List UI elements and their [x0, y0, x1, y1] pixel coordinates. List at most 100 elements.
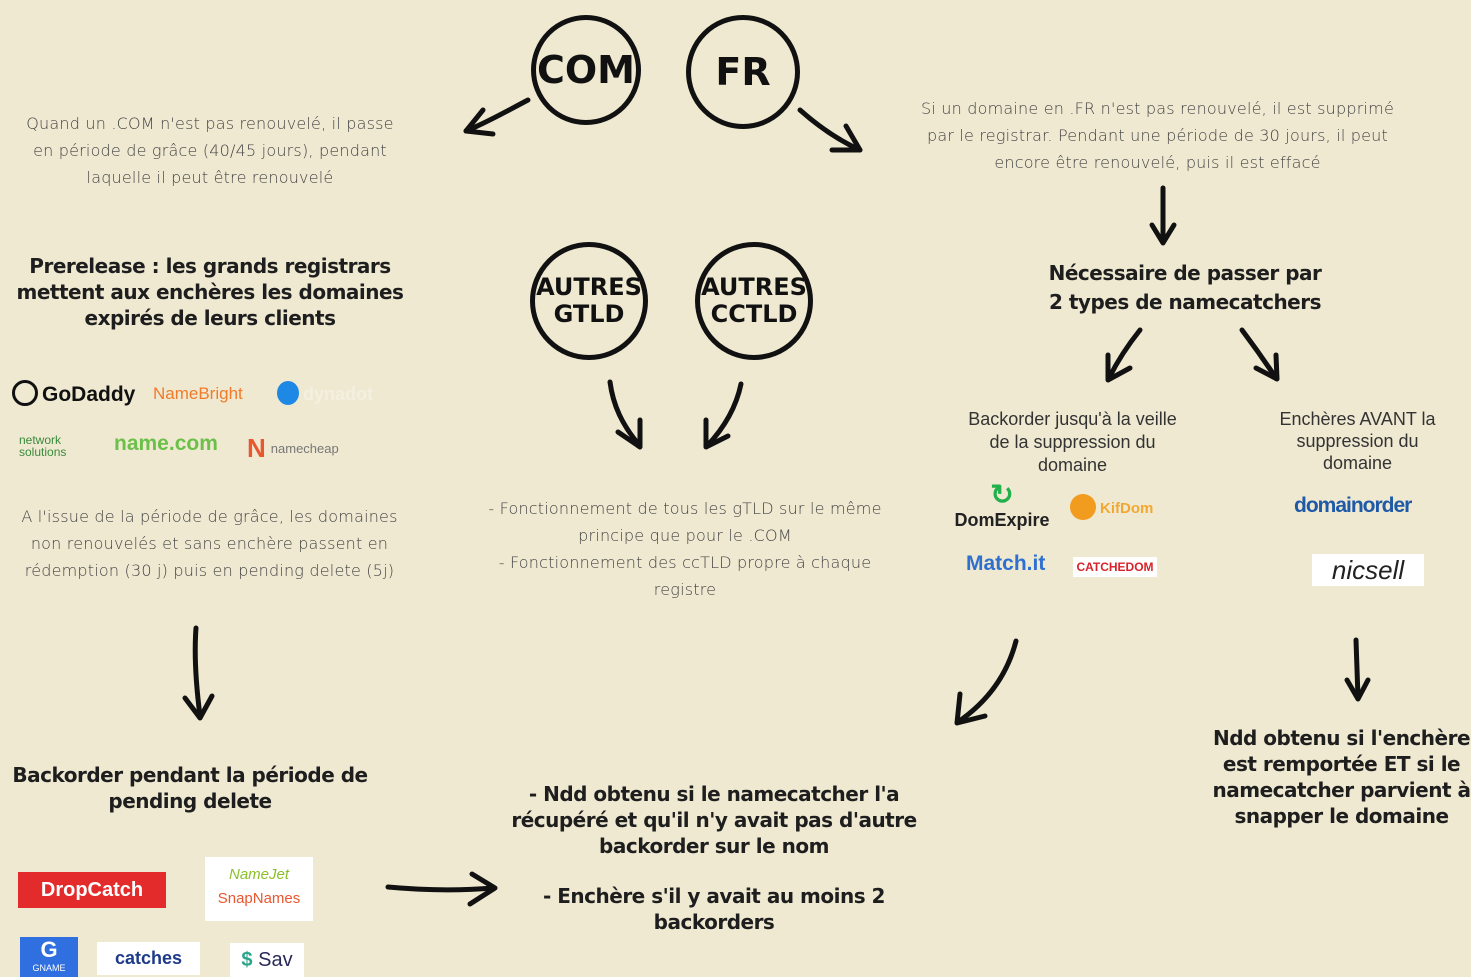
snapnames-text: SnapNames [217, 890, 301, 907]
fr-desc-line: par le registrar. Pendant une période de… [926, 126, 1388, 145]
auction-result-line: namecatcher parvient à [1212, 778, 1471, 802]
grace-end-description: A l'issue de la période de grâce, les do… [2, 503, 417, 584]
auction-result-line: snapper le domaine [1234, 804, 1449, 828]
auction-type-text: Enchères AVANT la suppression du domaine [1255, 408, 1460, 474]
catchedom-text: CATCHEDOM [1076, 560, 1154, 574]
backorder-result: - Ndd obtenu si le namecatcher l'a récup… [505, 781, 923, 935]
namebright-text: NameBright [153, 384, 243, 403]
domexpire-icon: ↻ [990, 479, 1014, 510]
result-line: - Ndd obtenu si le namecatcher l'a [528, 782, 900, 806]
result-line: - Enchère s'il y avait au moins 2 [543, 884, 885, 908]
dynadot-text: dynadot [303, 384, 373, 404]
backorder-type-line: domaine [1037, 455, 1108, 475]
nicsell-text: nicsell [1331, 555, 1405, 585]
gname-text: GNAME [32, 963, 66, 973]
dropcatch-logo: DropCatch [18, 872, 166, 908]
auction-result-line: est remportée ET si le [1222, 752, 1461, 776]
arrow-right-services-down [954, 638, 1019, 726]
gtld-circle: AUTRES GTLD [530, 242, 648, 360]
domexpire-logo: ↻ DomExpire [948, 480, 1056, 531]
functioning-line: registre [653, 580, 717, 599]
networksolutions-text: network solutions [19, 433, 67, 459]
result-line: backorders [653, 910, 775, 934]
fr-desc-line: Si un domaine en .FR n'est pas renouvelé… [920, 99, 1394, 118]
grace-end-line: rédemption (30 j) puis en pending delete… [24, 561, 395, 580]
sav-text: Sav [258, 949, 293, 971]
backorder-type-line: Backorder jusqu'à la veille [968, 409, 1177, 429]
arrow-need-left [1105, 327, 1143, 383]
functioning-line: - Fonctionnement des ccTLD propre à chaq… [498, 553, 872, 572]
backorder-type-text: Backorder jusqu'à la veille de la suppre… [945, 408, 1200, 477]
fr-desc-line: encore être renouvelé, puis il est effac… [994, 153, 1321, 172]
gname-icon: G [40, 937, 58, 962]
arrow-com-left [463, 97, 531, 137]
functioning-line: principe que pour le .COM [578, 526, 792, 545]
result-line [505, 859, 923, 883]
grace-end-line: A l'issue de la période de grâce, les do… [21, 507, 398, 526]
namecom-text: name.com [114, 432, 218, 455]
com-desc-line: laquelle il peut être renouvelé [86, 168, 334, 187]
arrow-fr-down [1149, 185, 1177, 246]
need-line: 2 types de namecatchers [1048, 290, 1322, 314]
namecom-logo: name.com [114, 432, 218, 456]
result-line: backorder sur le nom [599, 834, 829, 858]
namejet-text: NameJet [228, 866, 290, 883]
gtld-label-line2: GTLD [553, 300, 625, 328]
dynadot-icon [277, 381, 299, 405]
kifdom-icon [1070, 494, 1096, 520]
catchedom-logo: CATCHEDOM [1073, 557, 1157, 577]
com-circle: COM [531, 15, 641, 125]
grace-end-line: non renouvelés et sans enchère passent e… [30, 534, 389, 553]
need-heading: Nécessaire de passer par 2 types de name… [1015, 259, 1355, 317]
arrow-gtld-down [607, 379, 643, 450]
arrow-auction-down [1344, 637, 1371, 702]
arrow-need-right [1239, 327, 1280, 382]
auction-type-line: suppression du [1296, 431, 1419, 451]
prerelease-line: mettent aux enchères les domaines [16, 280, 404, 304]
godaddy-logo: GoDaddy [12, 380, 135, 407]
namebright-logo: NameBright [153, 384, 243, 404]
auction-type-line: Enchères AVANT la [1279, 409, 1436, 429]
backorder-line: Backorder pendant la période de [12, 763, 368, 787]
domainorder-text: domainorder [1294, 494, 1412, 517]
result-line: récupéré et qu'il n'y avait pas d'autre [511, 808, 917, 832]
fr-circle: FR [686, 15, 800, 129]
need-line: Nécessaire de passer par [1048, 261, 1322, 285]
gtld-label-line1: AUTRES [536, 273, 642, 301]
gname-logo: G GNAME [20, 937, 78, 977]
domainorder-logo: domainorder [1294, 494, 1412, 518]
com-desc-line: en période de grâce (40/45 jours), penda… [33, 141, 387, 160]
kifdom-text: KifDom [1100, 500, 1154, 517]
dynadot-logo: dynadot [277, 381, 373, 405]
kifdom-logo: KifDom [1070, 494, 1153, 520]
com-label: COM [536, 48, 635, 92]
arrow-left-down [182, 625, 215, 721]
fr-label: FR [715, 50, 771, 94]
namecheap-icon: N [247, 433, 266, 463]
prerelease-line: expirés de leurs clients [84, 306, 337, 330]
functioning-description: - Fonctionnement de tous les gTLD sur le… [465, 495, 905, 603]
matchit-logo: Match.it [966, 552, 1045, 576]
networksolutions-logo: network solutions [19, 434, 89, 458]
com-description: Quand un .COM n'est pas renouvelé, il pa… [5, 110, 415, 191]
arrow-fr-right [797, 107, 863, 153]
fr-description: Si un domaine en .FR n'est pas renouvelé… [885, 95, 1430, 176]
prerelease-heading: Prerelease : les grands registrars mette… [0, 253, 420, 331]
auction-result-line: Ndd obtenu si l'enchère [1212, 726, 1471, 750]
cctld-circle: AUTRES CCTLD [695, 242, 813, 360]
domexpire-text: DomExpire [954, 510, 1050, 530]
backorder-line: pending delete [108, 789, 272, 813]
cctld-label-line1: AUTRES [701, 273, 807, 301]
godaddy-icon [12, 380, 38, 406]
cctld-label-line2: CCTLD [710, 300, 798, 328]
auction-result: Ndd obtenu si l'enchère est remportée ET… [1212, 725, 1471, 829]
arrow-cctld-down [703, 381, 744, 450]
auction-type-line: domaine [1322, 453, 1393, 473]
sav-logo: $ Sav [230, 943, 304, 977]
arrow-backorder-right [385, 871, 498, 907]
namecheap-text: namecheap [270, 441, 339, 456]
matchit-text: Match.it [966, 552, 1046, 575]
namejet-snapnames-logo: NameJet SnapNames [205, 857, 313, 921]
